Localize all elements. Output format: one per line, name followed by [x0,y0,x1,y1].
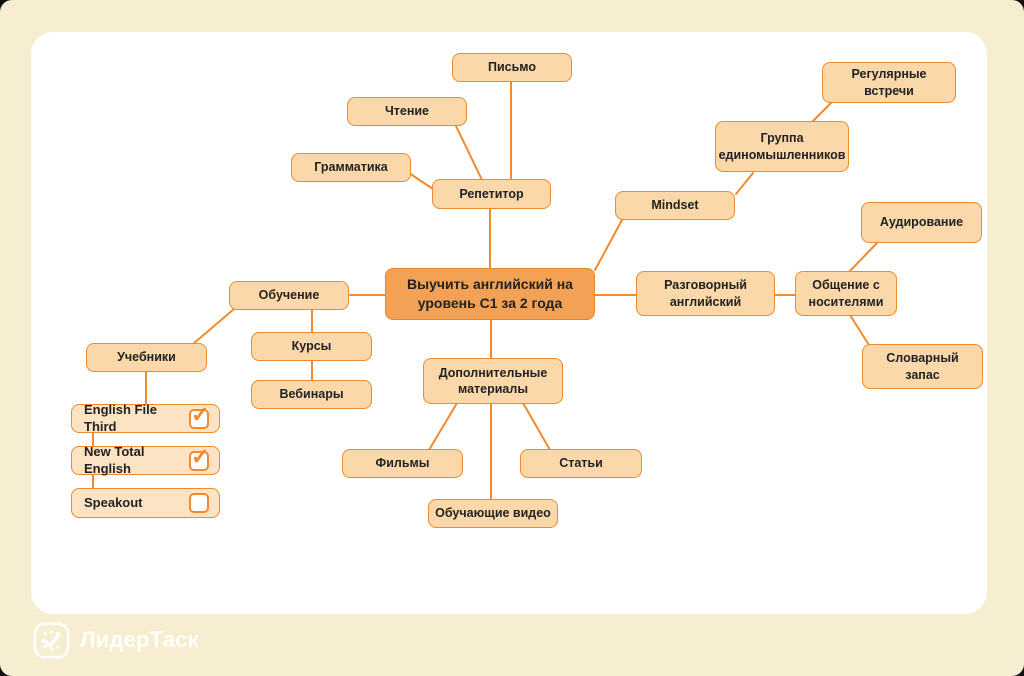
checklist-item-label: English File Third [84,401,157,434]
node-articles[interactable]: Статьи [520,449,642,478]
node-mindset[interactable]: Mindset [615,191,735,220]
checklist-item-speakout[interactable]: Speakout [71,488,220,518]
node-edu-videos[interactable]: Обучающие видео [428,499,558,528]
node-spoken-english[interactable]: Разговорный английский [636,271,775,316]
node-tutor[interactable]: Репетитор [432,179,551,209]
node-vocabulary[interactable]: Словарный запас [862,344,983,389]
checkbox-speakout[interactable] [189,493,209,513]
node-grammar[interactable]: Грамматика [291,153,411,182]
central-goal-node[interactable]: Выучить английский на уровень C1 за 2 го… [385,268,595,320]
node-likeminded-group[interactable]: Группа единомышленников [715,121,849,172]
checklist-item-english-file-third[interactable]: English File Third [71,401,220,434]
node-writing[interactable]: Письмо [452,53,572,82]
checklist-item-label: Speakout [84,494,143,510]
checklist-item-new-total-english[interactable]: New Total English [71,443,220,476]
logo-text: ЛидерТаск [80,627,199,652]
leadertask-logo: ЛидерТаск [33,621,199,659]
node-listening[interactable]: Аудирование [861,202,982,243]
node-extra-materials[interactable]: Дополнительные материалы [423,358,563,404]
node-reading[interactable]: Чтение [347,97,467,126]
checklist-item-label: New Total English [84,443,145,476]
checkbox-english-file-third[interactable] [189,401,209,429]
node-webinars[interactable]: Вебинары [251,380,372,409]
node-textbooks[interactable]: Учебники [86,343,207,372]
clock-check-icon [33,622,70,659]
node-films[interactable]: Фильмы [342,449,463,478]
node-training[interactable]: Обучение [229,281,349,310]
node-regular-meetings[interactable]: Регулярные встречи [822,62,956,103]
checkbox-new-total-english[interactable] [189,443,209,471]
node-native-speakers[interactable]: Общение с носителями [795,271,897,316]
node-courses[interactable]: Курсы [251,332,372,361]
